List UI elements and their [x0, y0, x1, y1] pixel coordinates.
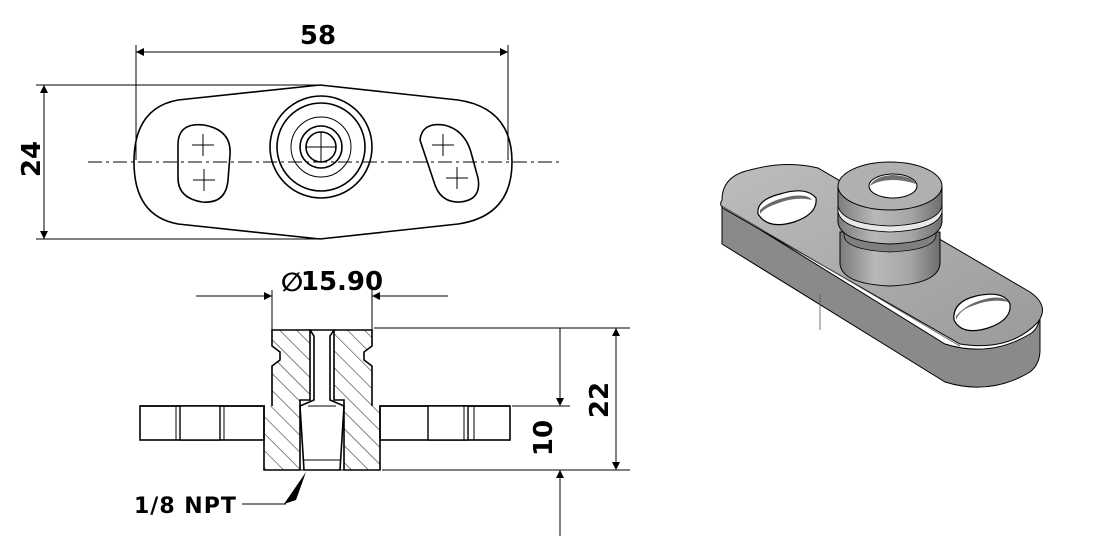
top-view: 58 24 [17, 21, 560, 240]
iso-slot-left [757, 190, 817, 226]
thread-callout: 1/8 NPT [134, 494, 237, 519]
section-view: ∅ 15.90 22 10 1/8 NPT [134, 267, 630, 536]
diameter-symbol: ∅ [281, 268, 303, 298]
boss-groove-circle [276, 102, 366, 192]
dim-overall-length: 58 [300, 21, 336, 51]
iso-flange-side [721, 200, 1041, 388]
slot-gap-right [427, 405, 469, 441]
right-slot [419, 123, 480, 203]
section-left-half [140, 329, 311, 471]
thread-leader-arrow [284, 472, 306, 504]
dim-flange-thickness: 10 [529, 420, 559, 456]
left-slot [177, 123, 231, 203]
boss-outer-circle [269, 95, 373, 199]
bore-circle [299, 125, 343, 169]
dim-boss-diameter: 15.90 [301, 267, 383, 297]
slot-gap-left [179, 405, 221, 441]
section-right-half [333, 329, 510, 471]
iso-slot-right [953, 293, 1011, 332]
dim-total-height: 22 [585, 382, 615, 418]
boss-chamfer-circle [290, 116, 352, 178]
dim-overall-height: 24 [17, 141, 47, 177]
isometric-view [720, 161, 1043, 388]
